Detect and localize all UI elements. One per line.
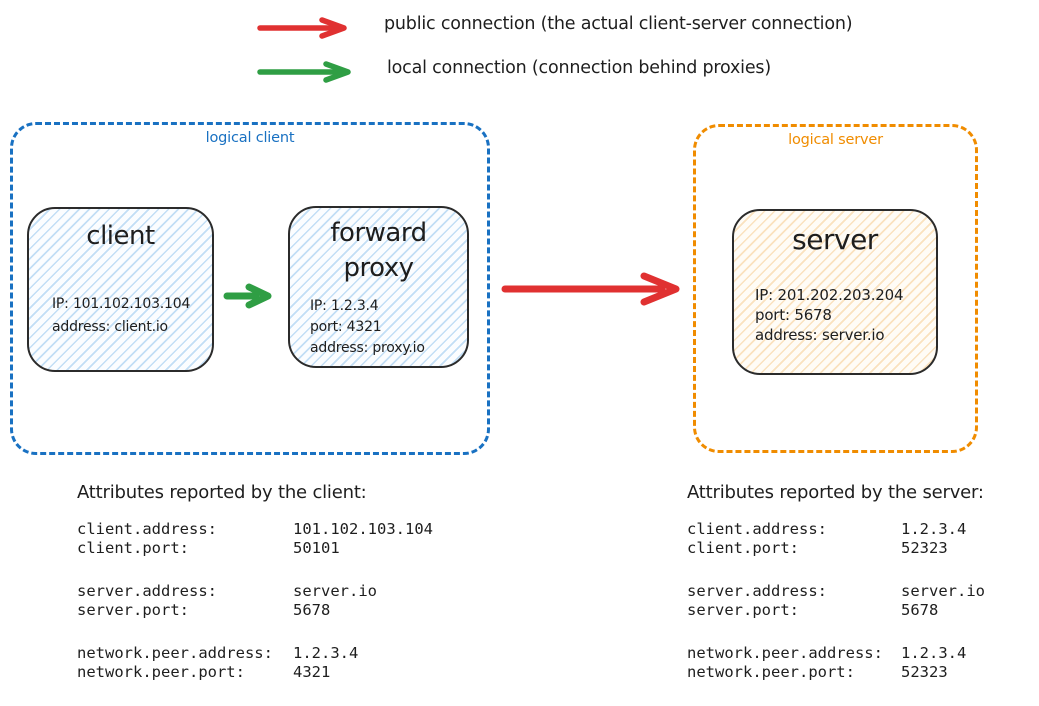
server-attr-group-server: server.address: server.io server.port: 567… — [687, 582, 985, 620]
client-attributes-title: Attributes reported by the client: — [77, 482, 367, 503]
server-node: server IP: 201.202.203.204 port: 5678 ad… — [732, 209, 938, 375]
client-node: client IP: 101.102.103.104 address: clie… — [27, 207, 214, 372]
attr-value: 101.102.103.104 — [293, 520, 433, 538]
attr-key: client.address: — [77, 520, 217, 538]
attr-row: client.address: 1.2.3.4 — [687, 520, 985, 539]
forward-proxy-node: forward proxy IP: 1.2.3.4 port: 4321 add… — [288, 206, 469, 368]
attr-row: server.address: server.io — [77, 582, 433, 601]
client-attr-group-network-peer: network.peer.address: 1.2.3.4 network.pee… — [77, 644, 433, 682]
attr-key: network.peer.port: — [77, 663, 245, 681]
server-attributes-title: Attributes reported by the server: — [687, 482, 984, 503]
forward-proxy-title-line1: forward — [330, 218, 427, 248]
public-connection-legend-label: public connection (the actual client-ser… — [384, 14, 853, 34]
client-node-details: IP: 101.102.103.104 address: client.io — [52, 293, 190, 339]
attr-value: 1.2.3.4 — [901, 644, 967, 662]
client-ip: IP: 101.102.103.104 — [52, 296, 191, 312]
attr-key: server.address: — [77, 582, 217, 600]
server-node-details: IP: 201.202.203.204 port: 5678 address: … — [755, 285, 904, 345]
attr-key: server.port: — [77, 601, 189, 619]
logical-server-group: logical server — [693, 124, 978, 453]
attr-row: network.peer.port: 4321 — [77, 663, 433, 682]
attr-key: network.peer.address: — [687, 644, 883, 662]
attr-value: 50101 — [293, 539, 340, 557]
attr-key: network.peer.address: — [77, 644, 273, 662]
attr-key: network.peer.port: — [687, 663, 855, 681]
attr-row: network.peer.port: 52323 — [687, 663, 985, 682]
server-attr-group-network-peer: network.peer.address: 1.2.3.4 network.pee… — [687, 644, 985, 682]
forward-proxy-title-line2: proxy — [343, 253, 414, 283]
client-address: address: client.io — [52, 319, 168, 335]
forward-proxy-node-details: IP: 1.2.3.4 port: 4321 address: proxy.io — [310, 296, 425, 359]
attr-row: network.peer.address: 1.2.3.4 — [77, 644, 433, 663]
local-connection-arrow-icon — [257, 61, 351, 83]
server-attr-group-client: client.address: 1.2.3.4 client.port: 52323 — [687, 520, 985, 558]
attr-row: client.port: 50101 — [77, 539, 433, 558]
attr-value: 4321 — [293, 663, 331, 681]
attr-value: 52323 — [901, 539, 948, 557]
client-attr-group-server: server.address: server.io server.port: 567… — [77, 582, 433, 620]
client-attributes-section: Attributes reported by the client: clien… — [77, 481, 433, 706]
attr-row: network.peer.address: 1.2.3.4 — [687, 644, 985, 663]
local-connection-legend-label: local connection (connection behind prox… — [387, 58, 771, 78]
attr-key: client.port: — [77, 539, 189, 557]
attr-key: server.address: — [687, 582, 827, 600]
attr-value: server.io — [293, 582, 377, 600]
public-connection-arrow-icon — [257, 17, 347, 39]
attr-value: 5678 — [901, 601, 939, 619]
client-attr-group-client: client.address: 101.102.103.104 client.po… — [77, 520, 433, 558]
proxy-ip: IP: 1.2.3.4 — [310, 298, 379, 314]
proxy-address: address: proxy.io — [310, 340, 425, 356]
attr-row: server.address: server.io — [687, 582, 985, 601]
attr-value: 52323 — [901, 663, 948, 681]
client-node-title: client — [86, 221, 155, 251]
server-attributes-section: Attributes reported by the server: clien… — [687, 481, 985, 706]
logical-server-label: logical server — [788, 132, 883, 148]
logical-client-group: logical client — [10, 122, 490, 455]
diagram-page: { "colors": { "public_red": "#e03131", "… — [10, 14, 985, 681]
proxy-port: port: 4321 — [310, 319, 382, 335]
attr-row: client.address: 101.102.103.104 — [77, 520, 433, 539]
public-connection-arrow — [501, 272, 680, 306]
attr-key: client.port: — [687, 539, 799, 557]
server-address: address: server.io — [755, 326, 885, 344]
attr-value: 1.2.3.4 — [901, 520, 967, 538]
attr-key: client.address: — [687, 520, 827, 538]
local-connection-arrow — [223, 283, 272, 309]
attr-value: server.io — [901, 582, 985, 600]
server-node-title: server — [792, 223, 878, 256]
server-ip: IP: 201.202.203.204 — [755, 286, 904, 304]
attr-row: client.port: 52323 — [687, 539, 985, 558]
attr-row: server.port: 5678 — [77, 601, 433, 620]
attr-row: server.port: 5678 — [687, 601, 985, 620]
attr-value: 5678 — [293, 601, 331, 619]
logical-client-label: logical client — [205, 130, 295, 146]
attr-key: server.port: — [687, 601, 799, 619]
attr-value: 1.2.3.4 — [293, 644, 359, 662]
server-port: port: 5678 — [755, 306, 832, 324]
forward-proxy-node-title: forward proxy — [290, 216, 467, 286]
